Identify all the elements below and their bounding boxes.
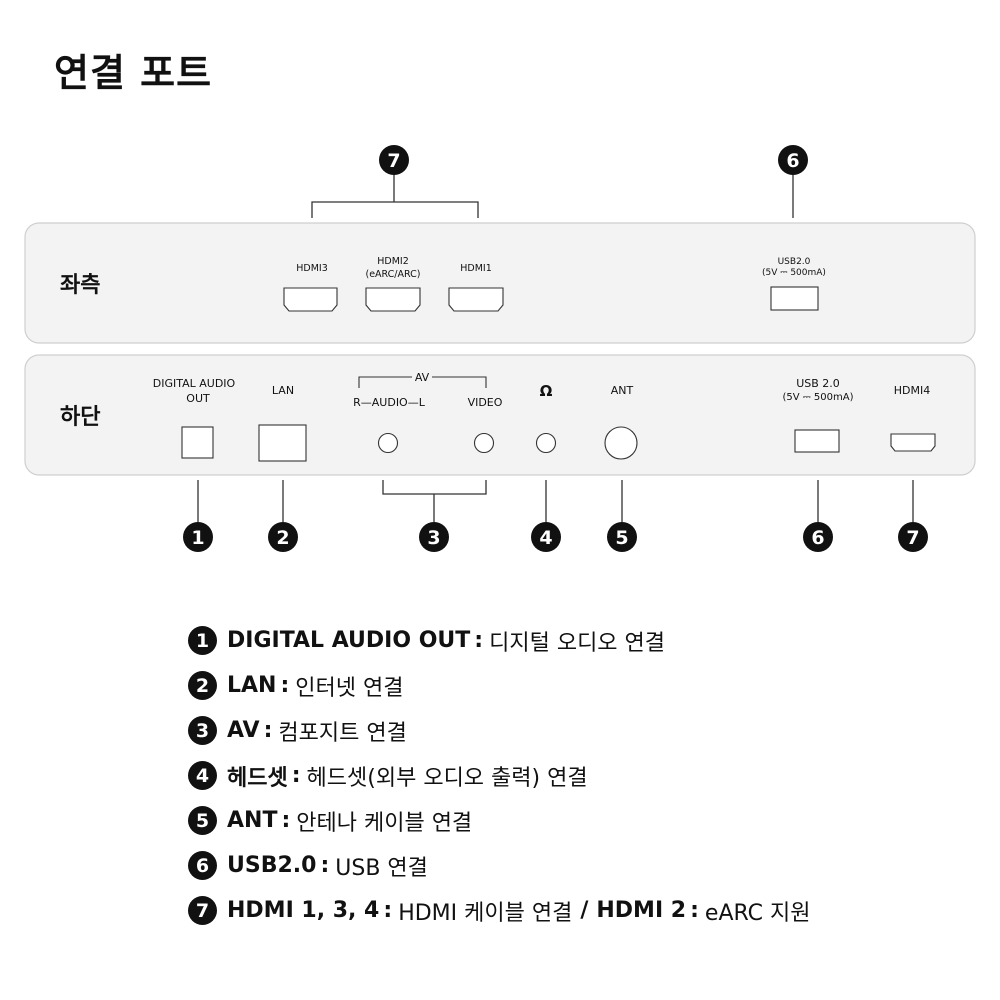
left-usb-label: USB2.0 [778, 257, 811, 267]
legend-badge: 5 [188, 806, 217, 835]
callout-badge-6 [803, 522, 833, 552]
legend-desc: 안테나 케이블 연결 [296, 810, 473, 836]
hdmi2-port [365, 287, 421, 312]
legend-item: 6 USB2.0: USB 연결 [188, 843, 811, 888]
ant-label: ANT [611, 384, 634, 397]
port-diagram: 좌측 HDMI3 HDMI2 (eARC/ARC) HDMI1 USB2.0 (… [24, 145, 976, 552]
hdmi1-label: HDMI1 [460, 263, 492, 274]
callout-num-6: 6 [811, 527, 824, 549]
legend-badge: 4 [188, 761, 217, 790]
legend-desc: 헤드셋(외부 오디오 출력) 연결 [306, 765, 588, 791]
video-jack [473, 432, 495, 454]
legend-term: 헤드셋 [227, 765, 288, 791]
legend-desc: 인터넷 연결 [295, 675, 404, 701]
bottom-usb-port [794, 429, 840, 453]
left-usb-sub-label: (5V ⎓ 500mA) [762, 268, 826, 278]
legend-badge: 1 [188, 626, 217, 655]
hdmi2-label: HDMI2 [377, 256, 409, 267]
left-panel-label: 좌측 [60, 273, 100, 298]
legend-item: 4 헤드셋: 헤드셋(외부 오디오 출력) 연결 [188, 753, 811, 798]
callout-num-2: 2 [276, 527, 289, 549]
bottom-usb-sub-label: (5V ⎓ 500mA) [782, 392, 853, 403]
legend-separator: / [580, 898, 589, 923]
legend-badge: 3 [188, 716, 217, 745]
av-bracket-right [432, 376, 487, 388]
legend-term: DIGITAL AUDIO OUT [227, 628, 471, 653]
bottom-usb-label: USB 2.0 [796, 377, 840, 390]
audio-jack [377, 432, 399, 454]
hdmi2-sub-label: (eARC/ARC) [366, 269, 421, 280]
left-usb-port [770, 286, 819, 311]
callout-badge-5 [607, 522, 637, 552]
av-bracket-left [358, 376, 412, 388]
left-panel [24, 222, 976, 344]
hdmi3-port [283, 287, 338, 312]
lan-port [258, 424, 307, 462]
lan-label: LAN [272, 384, 294, 397]
callout-num-4: 4 [539, 527, 552, 549]
legend-item: 2 LAN: 인터넷 연결 [188, 663, 811, 708]
ant-port [604, 426, 638, 460]
callout-num-5: 5 [615, 527, 628, 549]
callout-badge-4 [531, 522, 561, 552]
legend-badge: 2 [188, 671, 217, 700]
av-label: AV [415, 371, 430, 384]
legend-term: AV [227, 718, 260, 743]
headphone-icon: Ω [540, 382, 553, 400]
legend-item: 5 ANT: 안테나 케이블 연결 [188, 798, 811, 843]
legend-badge: 6 [188, 851, 217, 880]
legend-item: 7 HDMI 1, 3, 4: HDMI 케이블 연결 / HDMI 2: eA… [188, 888, 811, 933]
legend-term: HDMI 1, 3, 4 [227, 898, 380, 923]
legend-desc: USB 연결 [335, 855, 428, 881]
callout-badge-7-top [379, 145, 409, 175]
callout-badge-2 [268, 522, 298, 552]
digital-audio-label: DIGITAL AUDIO [153, 377, 236, 390]
hdmi4-label: HDMI4 [894, 384, 930, 397]
legend-term-2: HDMI 2 [596, 898, 687, 923]
audio-label: R—AUDIO—L [353, 396, 426, 409]
legend-item: 3 AV: 컴포지트 연결 [188, 708, 811, 753]
callout-badge-1 [183, 522, 213, 552]
legend-desc: 디지털 오디오 연결 [489, 630, 666, 656]
hdmi4-port [890, 433, 936, 452]
legend-term: LAN [227, 673, 277, 698]
callout-num-6-top: 6 [786, 150, 799, 172]
callout-badge-3 [419, 522, 449, 552]
legend-desc-2: eARC 지원 [704, 900, 811, 926]
headphone-jack [535, 432, 557, 454]
callout-num-7: 7 [906, 527, 919, 549]
callout-num-1: 1 [191, 527, 204, 549]
av-group-bracket [382, 480, 487, 495]
bottom-panel [24, 354, 976, 476]
callout-badge-6-top [778, 145, 808, 175]
callout-num-3: 3 [427, 527, 440, 549]
legend-item: 1 DIGITAL AUDIO OUT: 디지털 오디오 연결 [188, 618, 811, 663]
bottom-panel-label: 하단 [60, 405, 100, 430]
digital-audio-sub-label: OUT [186, 392, 210, 405]
page-title: 연결 포트 [54, 51, 213, 95]
hdmi1-port [448, 287, 504, 312]
legend-term: ANT [227, 808, 278, 833]
legend-term: USB2.0 [227, 853, 317, 878]
callout-badge-7 [898, 522, 928, 552]
digital-audio-port [181, 426, 214, 459]
hdmi3-label: HDMI3 [296, 263, 328, 274]
callout-num-7-top: 7 [387, 150, 400, 172]
hdmi-group-bracket [311, 201, 479, 218]
legend-badge: 7 [188, 896, 217, 925]
legend-desc: HDMI 케이블 연결 [398, 900, 573, 926]
port-legend: 1 DIGITAL AUDIO OUT: 디지털 오디오 연결 2 LAN: 인… [188, 618, 811, 933]
video-label: VIDEO [468, 396, 503, 409]
legend-desc: 컴포지트 연결 [278, 720, 407, 746]
